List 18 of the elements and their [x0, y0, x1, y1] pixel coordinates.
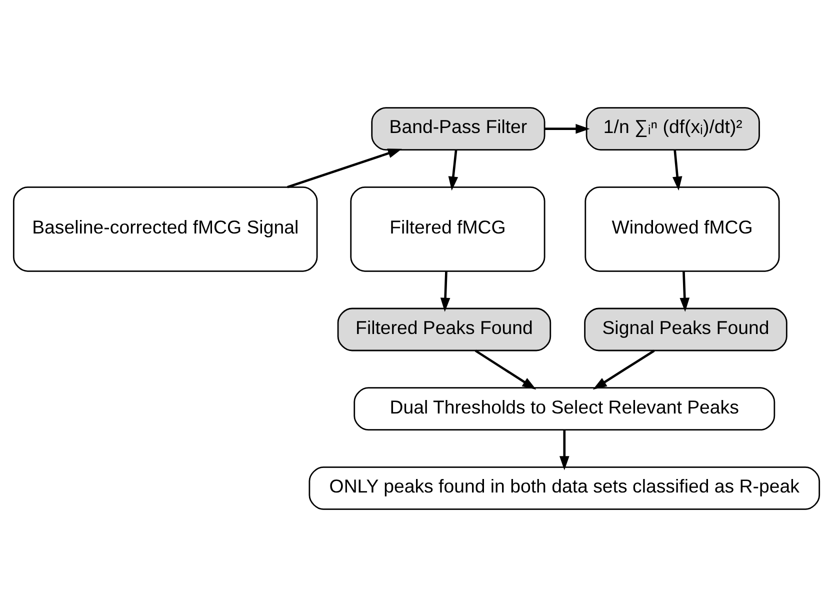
node-box: Baseline-corrected fMCG Signal [12, 186, 318, 272]
arrow [440, 270, 450, 312]
arrow [474, 349, 536, 390]
arrow [558, 430, 569, 470]
node-box: Dual Thresholds to Select Relevant Peaks [353, 386, 775, 430]
node-box: Band-Pass Filter [370, 106, 545, 150]
arrow [592, 349, 654, 390]
node-box: Filtered Peaks Found [336, 307, 551, 351]
arrow [286, 148, 402, 188]
node-box: 1/n ∑ᵢⁿ (df(xᵢ)/dt)² [585, 106, 760, 150]
node-box: ONLY peaks found in both data sets classified as R-peak [308, 466, 820, 510]
arrow [679, 270, 690, 312]
node-box: Windowed fMCG [584, 186, 780, 272]
node-box: Signal Peaks Found [584, 307, 787, 351]
arrow [544, 123, 590, 134]
node-box: Filtered fMCG [350, 186, 545, 272]
arrow [448, 150, 458, 190]
arrow [672, 150, 682, 190]
